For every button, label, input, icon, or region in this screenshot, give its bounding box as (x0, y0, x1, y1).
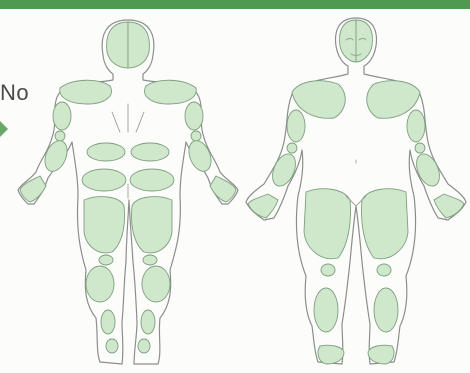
front-foot-right (368, 345, 394, 364)
front-shin-right (374, 288, 398, 332)
back-hand-right (210, 176, 236, 202)
back-shoulder-right (144, 80, 196, 104)
back-calf-right (142, 266, 170, 302)
back-hand-left (20, 176, 46, 202)
back-lumbar-right (131, 143, 169, 161)
back-forearm-left (41, 137, 72, 174)
front-hand-left (248, 194, 278, 218)
back-shoulder-left (60, 80, 112, 104)
back-view (18, 20, 238, 364)
front-foot-left (318, 345, 344, 364)
back-heel-left (106, 339, 118, 353)
back-head-left (107, 22, 128, 68)
back-upper-arm-left (53, 102, 71, 130)
front-knee-right (377, 264, 391, 276)
back-knee-left (99, 255, 113, 265)
back-knee-right (143, 255, 157, 265)
front-elbow-left (287, 143, 297, 153)
back-buttock-left (82, 169, 126, 191)
front-thigh-right (362, 189, 409, 259)
back-shin-right (141, 310, 155, 334)
front-upper-arm-left (287, 110, 305, 142)
back-calf-left (86, 266, 114, 302)
back-lumbar-left (87, 143, 125, 161)
back-head-right (128, 22, 149, 68)
back-forearm-right (185, 137, 216, 174)
front-hand-right (434, 194, 464, 218)
front-body-outline (246, 18, 466, 364)
front-elbow-right (415, 143, 425, 153)
front-thigh-left (304, 189, 351, 259)
back-heel-right (138, 339, 150, 353)
front-knee-left (321, 264, 335, 276)
back-elbow-right (191, 131, 201, 141)
back-shin-left (101, 310, 115, 334)
back-scapula-line-right (136, 112, 144, 132)
front-upper-arm-right (407, 110, 425, 142)
back-upper-arm-right (185, 102, 203, 130)
back-buttock-right (130, 169, 174, 191)
back-scapula-line-left (112, 112, 120, 132)
back-thigh-right (132, 197, 173, 253)
front-shin-left (314, 288, 338, 332)
front-view (246, 18, 466, 364)
back-thigh-left (84, 197, 125, 253)
back-elbow-left (55, 131, 65, 141)
